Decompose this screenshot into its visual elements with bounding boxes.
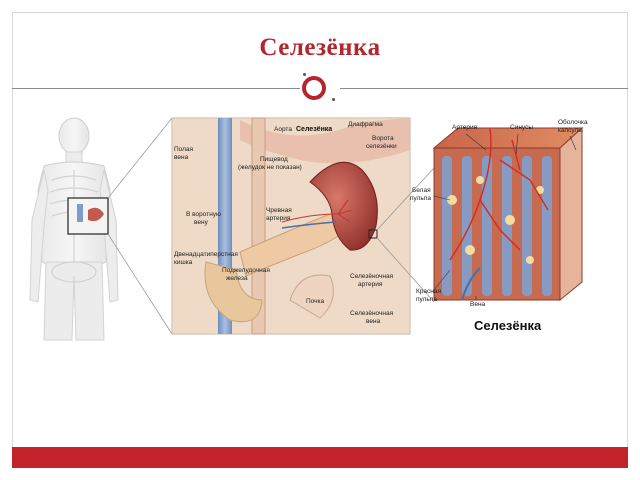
divider-right [340,88,628,89]
label-vein: Вена [470,301,486,308]
label-hilum-2: селезёнки [366,143,397,150]
label-celiac-1: Чревная [266,207,292,214]
label-duodenum-1: Двенадцатиперстная [174,251,238,258]
label-esophagus-1: Пищевод [260,156,288,163]
label-pancreas-1: Поджелудочная [222,267,270,274]
anatomy-labels: Аорта Селезёнка Диафрагма Полая вена Вор… [174,121,397,325]
label-portal-1: В воротную [186,211,221,218]
label-splenic-artery-2: артерия [358,281,383,288]
label-vena-cava-1: Полая [174,146,194,153]
label-capsule-1: Оболочка [558,118,588,126]
label-red-pulp-1: Красная [416,288,441,295]
label-spleen: Селезёнка [296,126,332,133]
figure-caption: Селезёнка [474,318,542,333]
label-white-pulp-2: пульпа [410,195,431,202]
label-aorta: Аорта [274,126,292,133]
label-diaphragm: Диафрагма [348,121,383,128]
label-duodenum-2: кишка [174,259,193,266]
label-splenic-vein-1: Селезёночная [350,310,394,317]
ornament-dot-icon [303,73,306,76]
anatomy-panel [171,117,435,335]
label-sinuses: Синусы [510,124,533,131]
ornament-ring-icon [302,76,326,100]
label-vena-cava-2: вена [174,154,189,161]
label-esophagus-2: (желудок не показан) [238,164,302,171]
label-red-pulp-2: пульпа [416,296,437,303]
spleen-cross-section [432,126,584,302]
label-artery: Артерия [452,124,478,131]
label-splenic-artery-1: Селезёночная [350,273,394,280]
slide-title: Селезёнка [259,34,381,61]
ornament-dot-icon [332,98,335,101]
label-hilum-1: Ворота [372,135,394,142]
human-figure [29,117,173,341]
section-labels: Артерия Синусы Оболочка капсулы Белая пу… [410,118,588,333]
bottom-accent-bar [12,447,628,468]
label-pancreas-2: железа [226,275,248,282]
label-white-pulp-1: Белая [412,187,431,194]
divider-left [12,88,300,89]
label-kidney: Почка [306,298,325,305]
label-celiac-2: артерия [266,215,291,222]
label-capsule-2: капсулы [558,127,583,134]
label-portal-2: вену [194,219,209,226]
label-splenic-vein-2: вена [366,318,381,325]
